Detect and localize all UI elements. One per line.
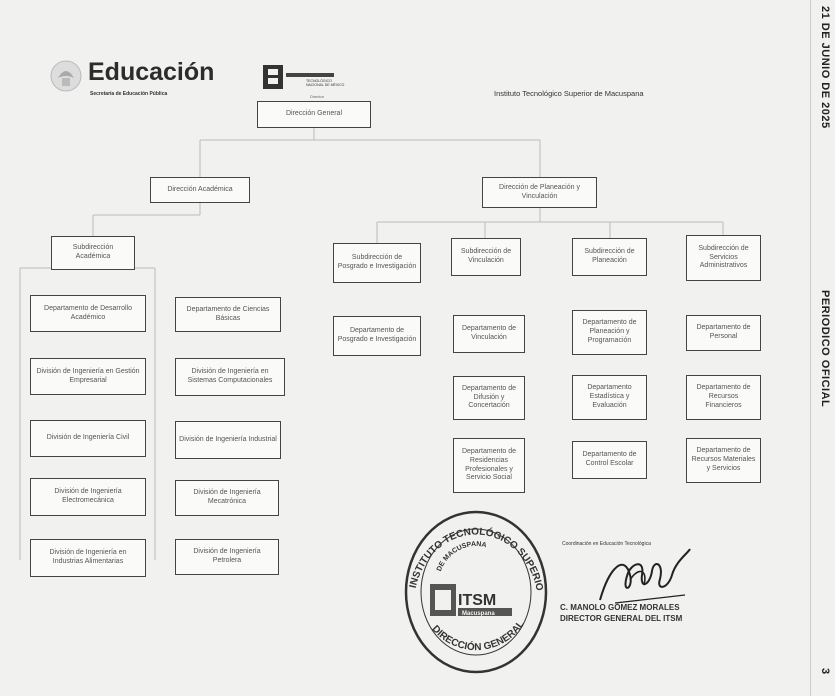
brand-subtitle: Secretaría de Educación Pública (90, 91, 168, 97)
box-div-civil: División de Ingeniería Civil (30, 420, 146, 457)
box-dep-control: Departamento de Control Escolar (572, 441, 647, 479)
brand-title: Educación (88, 58, 215, 86)
handwritten-signature (599, 548, 691, 604)
tecnm-logo-icon (263, 65, 283, 89)
box-dep-estadistica: Departamento Estadística y Evaluación (572, 375, 647, 420)
box-dep-materiales: Departamento de Recursos Materiales y Se… (686, 438, 761, 483)
box-sub-posgrado: Subdirección de Posgrado e Investigación (333, 243, 421, 283)
box-div-sistemas: División de Ingeniería en Sistemas Compu… (175, 358, 285, 396)
signatory-name: C. MANOLO GÓMEZ MORALES (560, 603, 680, 612)
box-sub-academica: Subdirección Académica (51, 236, 135, 270)
box-dep-desarrollo: Departamento de Desarrollo Académico (30, 295, 146, 332)
box-div-gestion: División de Ingeniería en Gestión Empres… (30, 358, 146, 395)
box-dep-planeacion: Departamento de Planeación y Programació… (572, 310, 647, 355)
tecnm-subtitle: TECNOLÓGICO NACIONAL DE MÉXICO (306, 79, 345, 88)
signature-caption: Coordinación en Educación Tecnológica (562, 541, 651, 547)
eagle-emblem-icon (50, 60, 82, 92)
institute-name: Instituto Tecnológico Superior de Macusp… (494, 89, 644, 98)
svg-text:ITSM: ITSM (458, 592, 496, 609)
publication-header: PERIODICO OFICIAL (819, 290, 831, 408)
date-header: 21 DE JUNIO DE 2025 (819, 6, 831, 129)
box-dep-personal: Departamento de Personal (686, 315, 761, 351)
tecnm-logo-bar (286, 73, 334, 77)
box-div-electromecanica: División de Ingeniería Electromecánica (30, 478, 146, 516)
box-dep-vinculacion: Departamento de Vinculación (453, 315, 525, 353)
box-sub-planeacion: Subdirección de Planeación (572, 238, 647, 276)
box-dep-difusion: Departamento de Difusión y Concertación (453, 376, 525, 420)
box-div-alimentarias: División de Ingeniería en Industrias Ali… (30, 539, 146, 577)
signatory-title: DIRECTOR GENERAL DEL ITSM (560, 614, 683, 623)
box-sub-vinculacion: Subdirección de Vinculación (451, 238, 521, 276)
box-dep-posgrado: Departamento de Posgrado e Investigación (333, 316, 421, 356)
official-seal: INSTITUTO TECNOLÓGICO SUPERIOR DE MACUSP… (400, 500, 548, 674)
page-number: 3 (819, 668, 831, 675)
box-dep-ciencias: Departamento de Ciencias Básicas (175, 297, 281, 332)
svg-text:DIRECCIÓN GENERAL: DIRECCIÓN GENERAL (430, 619, 527, 653)
box-div-mecatronica: División de Ingeniería Mecatrónica (175, 480, 279, 516)
box-div-industrial: División de Ingeniería Industrial (175, 421, 281, 459)
box-direccion-general: Dirección General (257, 101, 371, 128)
box-div-petrolera: División de Ingeniería Petrolera (175, 539, 279, 575)
side-divider (810, 0, 811, 696)
box-dep-residencias: Departamento de Residencias Profesionale… (453, 438, 525, 493)
box-sub-servicios: Subdirección de Servicios Administrativo… (686, 235, 761, 281)
box-direccion-academica: Dirección Académica (150, 177, 250, 203)
svg-text:Macuspana: Macuspana (462, 611, 495, 617)
top-label: Director (310, 94, 325, 99)
box-direccion-planeacion: Dirección de Planeación y Vinculación (482, 177, 597, 208)
box-dep-financieros: Departamento de Recursos Financieros (686, 375, 761, 420)
